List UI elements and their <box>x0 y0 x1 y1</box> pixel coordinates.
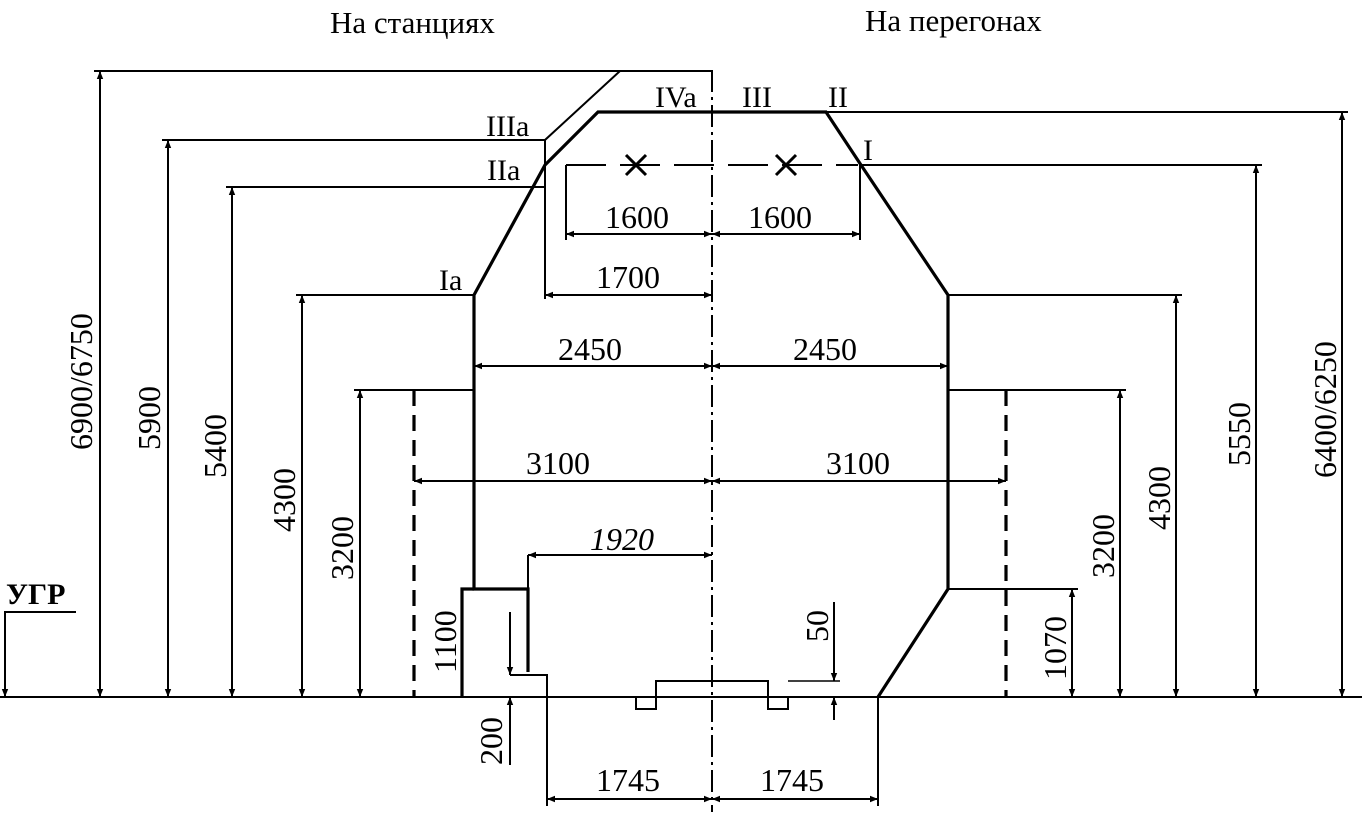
dim-6900-6750: 6900/6750 <box>63 313 99 450</box>
wire-marker-right <box>774 153 798 177</box>
haul-outline <box>472 110 950 698</box>
dim-2450-left: 2450 <box>558 331 622 367</box>
dim-1600-right: 1600 <box>748 199 812 235</box>
wire-marker-left <box>624 153 648 177</box>
dim-4300-left: 4300 <box>266 468 302 532</box>
ref-level-label: УГР <box>6 578 65 611</box>
dim-3200-right: 3200 <box>1085 514 1121 578</box>
point-label-iiia: IIIa <box>486 110 529 143</box>
dim-2450-right: 2450 <box>793 331 857 367</box>
point-label-iva: IVa <box>655 81 697 114</box>
rail-profile-right <box>712 680 878 710</box>
dim-3100-right: 3100 <box>826 445 890 481</box>
ref-level-bracket <box>1 611 76 697</box>
dim-1100: 1100 <box>427 610 463 673</box>
dim-3200-left: 3200 <box>324 516 360 580</box>
dim-50: 50 <box>799 610 835 642</box>
point-label-iia: IIa <box>487 154 520 187</box>
dim-1600-left: 1600 <box>605 199 669 235</box>
dim-5550: 5550 <box>1221 402 1257 466</box>
station-outline <box>544 70 712 299</box>
dim-1920: 1920 <box>590 521 654 557</box>
point-label-ii: II <box>828 81 848 114</box>
dim-5400: 5400 <box>197 414 233 478</box>
point-label-iii: III <box>742 81 772 114</box>
point-label-ia: Ia <box>439 264 462 297</box>
point-label-i: I <box>863 134 873 167</box>
header-stations: На станциях <box>330 5 495 40</box>
dim-5900: 5900 <box>131 386 167 450</box>
dim-3100-left: 3100 <box>526 445 590 481</box>
dim-4300-right: 4300 <box>1141 466 1177 530</box>
dim-1745-left: 1745 <box>596 762 660 798</box>
dim-1070: 1070 <box>1037 616 1073 680</box>
header-hauls: На перегонах <box>865 3 1042 38</box>
dim-200: 200 <box>473 717 509 765</box>
platform-left-outline <box>460 587 474 697</box>
rail-profile-left <box>510 674 712 710</box>
dim-6400-6250: 6400/6250 <box>1307 341 1343 478</box>
dim-1745-right: 1745 <box>760 762 824 798</box>
dim-1700: 1700 <box>596 259 660 295</box>
